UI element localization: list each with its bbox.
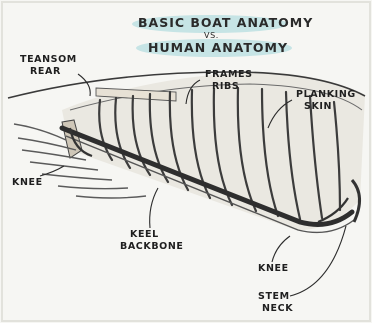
label-stem: Stem — [258, 292, 290, 302]
title-line-1: Basic Boat Anatomy — [138, 16, 313, 29]
label-planking-sub: Skin — [304, 102, 332, 112]
label-planking: Planking — [296, 90, 356, 100]
label-knee-right: Knee — [258, 264, 289, 274]
title-line-2: Human Anatomy — [148, 41, 288, 54]
label-stem-sub: Neck — [262, 304, 293, 314]
label-frames: Frames — [205, 70, 253, 80]
label-knee-left: Knee — [12, 178, 43, 188]
label-keel-sub: Backbone — [120, 242, 183, 252]
label-transom: Teansom — [20, 55, 77, 65]
label-frames-sub: Ribs — [212, 82, 239, 92]
label-transom-sub: Rear — [30, 67, 61, 77]
label-keel: Keel — [130, 230, 159, 240]
